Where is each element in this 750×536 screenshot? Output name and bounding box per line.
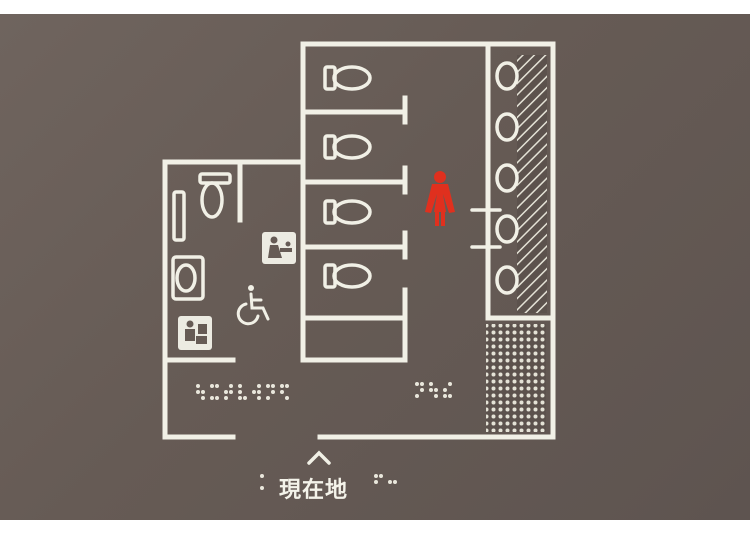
- sink-row: [495, 61, 519, 295]
- baby-changing-icon: [262, 232, 296, 264]
- braille-dot: [280, 384, 284, 388]
- braille-dot: [201, 390, 205, 394]
- braille-dot: [229, 390, 233, 394]
- floor-plan-sign: [0, 14, 750, 520]
- braille-dot: [379, 474, 383, 478]
- braille-dot: [374, 474, 378, 478]
- toilet-icon: [323, 134, 372, 160]
- stall-partitions: [300, 95, 408, 363]
- braille-dot: [429, 382, 433, 386]
- braille-dot: [448, 382, 452, 386]
- braille-dots: [196, 384, 289, 400]
- braille-dot: [420, 388, 424, 392]
- tactile-paving: [486, 324, 546, 432]
- toilet-icon: [323, 263, 372, 289]
- toilet-icon: [323, 65, 372, 91]
- female-figure-icon: [425, 171, 455, 226]
- you-are-here-arrow-icon: [307, 450, 331, 465]
- handrail: [172, 190, 186, 242]
- braille-dot: [434, 388, 438, 392]
- braille-dot: [257, 384, 261, 388]
- braille-dot: [285, 384, 289, 388]
- braille-dot: [420, 382, 424, 386]
- braille-dot: [266, 396, 270, 400]
- braille-dot: [271, 390, 275, 394]
- braille-dot: [443, 388, 447, 392]
- toilet-icon: [198, 172, 232, 219]
- wheelchair-icon: [236, 285, 270, 326]
- toilet-icon: [323, 199, 372, 225]
- braille-dot: [448, 394, 452, 398]
- braille-dots: [415, 382, 452, 398]
- braille-dot: [415, 382, 419, 386]
- hatched-strip: [517, 55, 547, 313]
- braille-dot: [196, 390, 200, 394]
- braille-dot: [429, 388, 433, 392]
- braille-dot: [285, 396, 289, 400]
- braille-dot: [238, 396, 242, 400]
- braille-dot: [196, 384, 200, 388]
- braille-dot: [260, 486, 264, 490]
- braille-dot: [271, 384, 275, 388]
- braille-dots: [260, 474, 264, 490]
- ostomate-icon: [178, 316, 212, 350]
- braille-dot: [224, 396, 228, 400]
- braille-dot: [224, 390, 228, 394]
- braille-dot: [257, 396, 261, 400]
- braille-dot: [215, 396, 219, 400]
- braille-dot: [201, 396, 205, 400]
- braille-dot: [210, 384, 214, 388]
- braille-dot: [266, 384, 270, 388]
- braille-dot: [215, 384, 219, 388]
- floor-plan-map: [162, 41, 556, 490]
- braille-dots: [374, 474, 397, 484]
- outer-walls: [162, 41, 556, 440]
- you-are-here-label: 現在地: [279, 478, 349, 503]
- braille-dot: [260, 474, 264, 478]
- braille-dot: [434, 394, 438, 398]
- braille-dot: [252, 390, 256, 394]
- braille-dot: [229, 384, 233, 388]
- braille-dot: [243, 396, 247, 400]
- braille-dot: [443, 394, 447, 398]
- washbasin-icon: [171, 255, 205, 301]
- braille-dot: [393, 480, 397, 484]
- braille-dot: [415, 394, 419, 398]
- braille-dot: [374, 480, 378, 484]
- braille-dot: [257, 390, 261, 394]
- braille-dot: [210, 396, 214, 400]
- braille-dot: [238, 390, 242, 394]
- braille-dot: [238, 384, 242, 388]
- braille-dot: [280, 390, 284, 394]
- braille-dot: [388, 480, 392, 484]
